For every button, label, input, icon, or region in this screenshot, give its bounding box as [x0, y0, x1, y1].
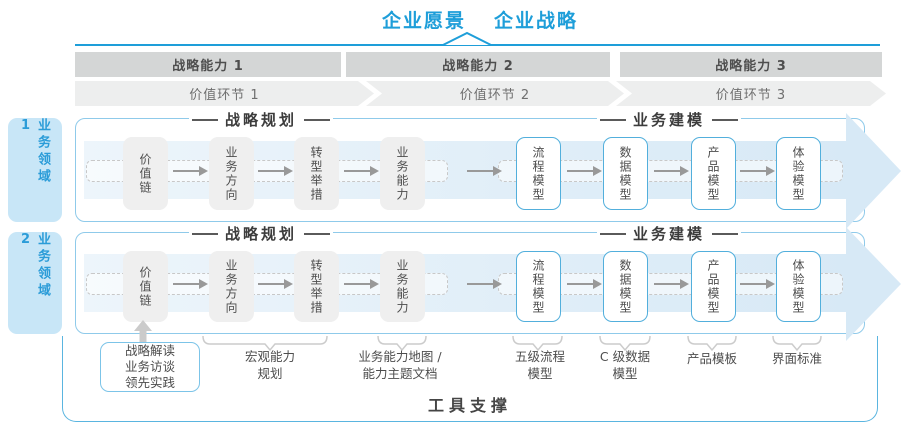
annotation-box: 战略解读业务访谈领先实践	[100, 342, 200, 392]
strategic-capability-band: 战略能力 3	[620, 52, 882, 77]
stage-box: 价值链	[123, 137, 168, 210]
section-header-label: 战略规划	[224, 111, 298, 129]
annotation-line: C 级数据	[599, 349, 651, 364]
arrow-right-icon	[654, 166, 689, 176]
header-line-icon	[712, 232, 739, 235]
arrow-right-icon	[567, 166, 602, 176]
annotation-line: 战略解读	[124, 342, 175, 358]
model-box: 流程模型	[516, 251, 561, 322]
enterprise-vision-label: 企业愿景	[381, 10, 466, 32]
model-box: 体验模型	[776, 251, 821, 322]
arrow-right-icon	[740, 166, 775, 176]
arrow-right-icon	[258, 279, 293, 289]
annotation-line: 领先实践	[124, 375, 175, 391]
annotation-line: 产品模板	[686, 351, 738, 366]
section-header-modeling: 业务建模	[596, 223, 742, 244]
model-box: 数据模型	[603, 137, 648, 210]
annotation-line: 模型	[527, 365, 553, 381]
model-box: 数据模型	[603, 251, 648, 322]
header-line-icon	[599, 232, 626, 235]
annotation-label: 宏观能力规划	[245, 349, 295, 383]
flow-arrow-head	[846, 227, 901, 341]
annotation-line: 能力主题文档	[362, 365, 438, 381]
business-domain-label: 业务领域 2	[8, 232, 62, 334]
section-header-label: 战略规划	[224, 225, 298, 243]
model-box: 体验模型	[776, 137, 821, 210]
stage-box: 业务方向	[209, 251, 254, 322]
annotation-line: 界面标准	[771, 351, 823, 366]
business-domain-row: 战略规划 业务建模价值链业务方向转型举措业务能力 流程模型数据模型产品模型体验模型	[75, 109, 901, 229]
vision-strategy-title: 企业愿景 企业战略	[50, 6, 910, 33]
stage-box: 价值链	[123, 251, 168, 322]
arrow-right-icon	[654, 279, 689, 289]
section-header-modeling: 业务建模	[596, 109, 742, 130]
model-box: 产品模型	[691, 251, 736, 322]
strategic-capability-band: 战略能力 2	[346, 52, 610, 77]
arrow-right-icon	[258, 166, 293, 176]
header-line-icon	[191, 232, 218, 235]
enterprise-strategy-label: 企业战略	[494, 10, 579, 32]
annotation-line: 规划	[257, 365, 283, 381]
caret-pointer-icon	[442, 31, 492, 46]
business-domain-label: 业务领域 1	[8, 118, 62, 222]
arrow-right-icon	[173, 279, 208, 289]
arrow-right-icon	[740, 279, 775, 289]
value-chain-segment: 价值环节 3	[616, 81, 886, 106]
annotation-line: 业务能力地图 /	[358, 349, 442, 364]
arrow-right-icon	[173, 166, 208, 176]
model-box: 产品模型	[691, 137, 736, 210]
flow-arrow-head	[846, 113, 901, 229]
header-line-icon	[712, 118, 739, 121]
arrow-right-icon	[567, 279, 602, 289]
header-line-icon	[191, 118, 218, 121]
value-chain-segment: 价值环节 1	[75, 81, 374, 106]
section-header-label: 业务建模	[632, 111, 706, 129]
annotation-line: 业务访谈	[124, 358, 175, 374]
annotation-line: 模型	[612, 365, 638, 381]
annotation-label: 界面标准	[772, 351, 822, 368]
annotation-label: 业务能力地图 /能力主题文档	[358, 349, 441, 383]
value-chain-segment: 价值环节 2	[366, 81, 624, 106]
stage-box: 转型举措	[294, 137, 339, 210]
annotation-line: 宏观能力	[244, 349, 296, 364]
section-header-label: 业务建模	[632, 225, 706, 243]
tool-support-label: 工具支撑	[427, 396, 512, 415]
section-header-planning: 战略规划	[188, 109, 334, 130]
strategic-capability-band: 战略能力 1	[75, 52, 341, 77]
arrow-right-icon	[467, 166, 502, 176]
annotation-line: 五级流程	[514, 349, 566, 364]
model-box: 流程模型	[516, 137, 561, 210]
annotation-label: C 级数据模型	[600, 349, 650, 383]
header-line-icon	[304, 118, 331, 121]
arrow-right-icon	[344, 166, 379, 176]
annotation-label: 五级流程模型	[515, 349, 565, 383]
stage-box: 业务能力	[380, 137, 425, 210]
stage-box: 业务方向	[209, 137, 254, 210]
business-domain-row: 战略规划 业务建模价值链业务方向转型举措业务能力 流程模型数据模型产品模型体验模型	[75, 223, 901, 341]
tool-support-container: 工具支撑	[62, 336, 878, 422]
arrow-right-icon	[344, 279, 379, 289]
stage-box: 业务能力	[380, 251, 425, 322]
arrow-right-icon	[467, 279, 502, 289]
section-header-planning: 战略规划	[188, 223, 334, 244]
header-line-icon	[304, 232, 331, 235]
stage-box: 转型举措	[294, 251, 339, 322]
header-line-icon	[599, 118, 626, 121]
annotation-label: 产品模板	[687, 351, 737, 368]
